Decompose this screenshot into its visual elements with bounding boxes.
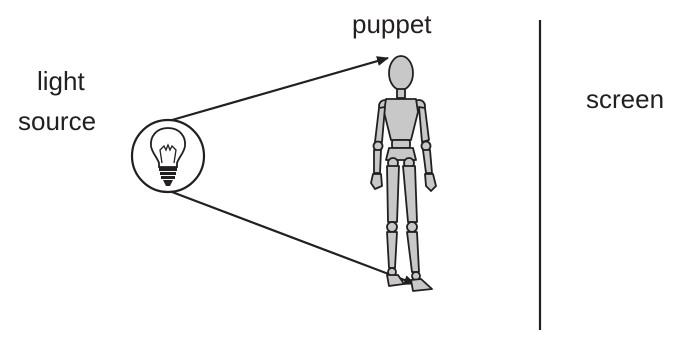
puppet-torso [384, 99, 418, 140]
lower-ray-arrow [172, 192, 415, 284]
upper-ray-arrow [172, 58, 388, 120]
light-source-label-line2: source [18, 108, 96, 134]
puppet-head [389, 56, 413, 90]
puppet-label: puppet [352, 11, 432, 37]
screen-label: screen [586, 86, 664, 112]
light-source [132, 120, 204, 192]
puppet-figure [371, 56, 436, 291]
light-bulb-icon [151, 128, 185, 186]
light-source-label-line1: light [37, 68, 85, 94]
